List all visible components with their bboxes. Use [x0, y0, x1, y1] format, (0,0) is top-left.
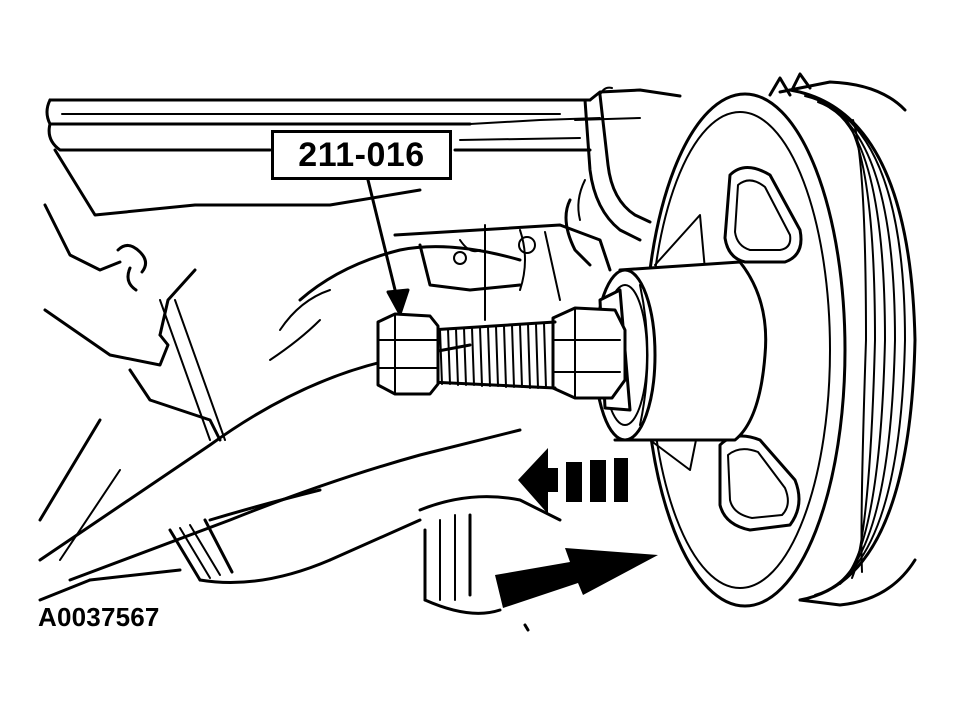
callout-leader — [366, 178, 410, 316]
puller-tool — [376, 260, 768, 442]
arrow-right-outward-icon — [495, 548, 658, 632]
arrow-left-dashed-icon — [518, 448, 628, 514]
tool-number-callout: 211-016 — [271, 130, 452, 180]
figure-id-label: A0037567 — [38, 602, 160, 632]
engine-structure — [38, 86, 682, 615]
